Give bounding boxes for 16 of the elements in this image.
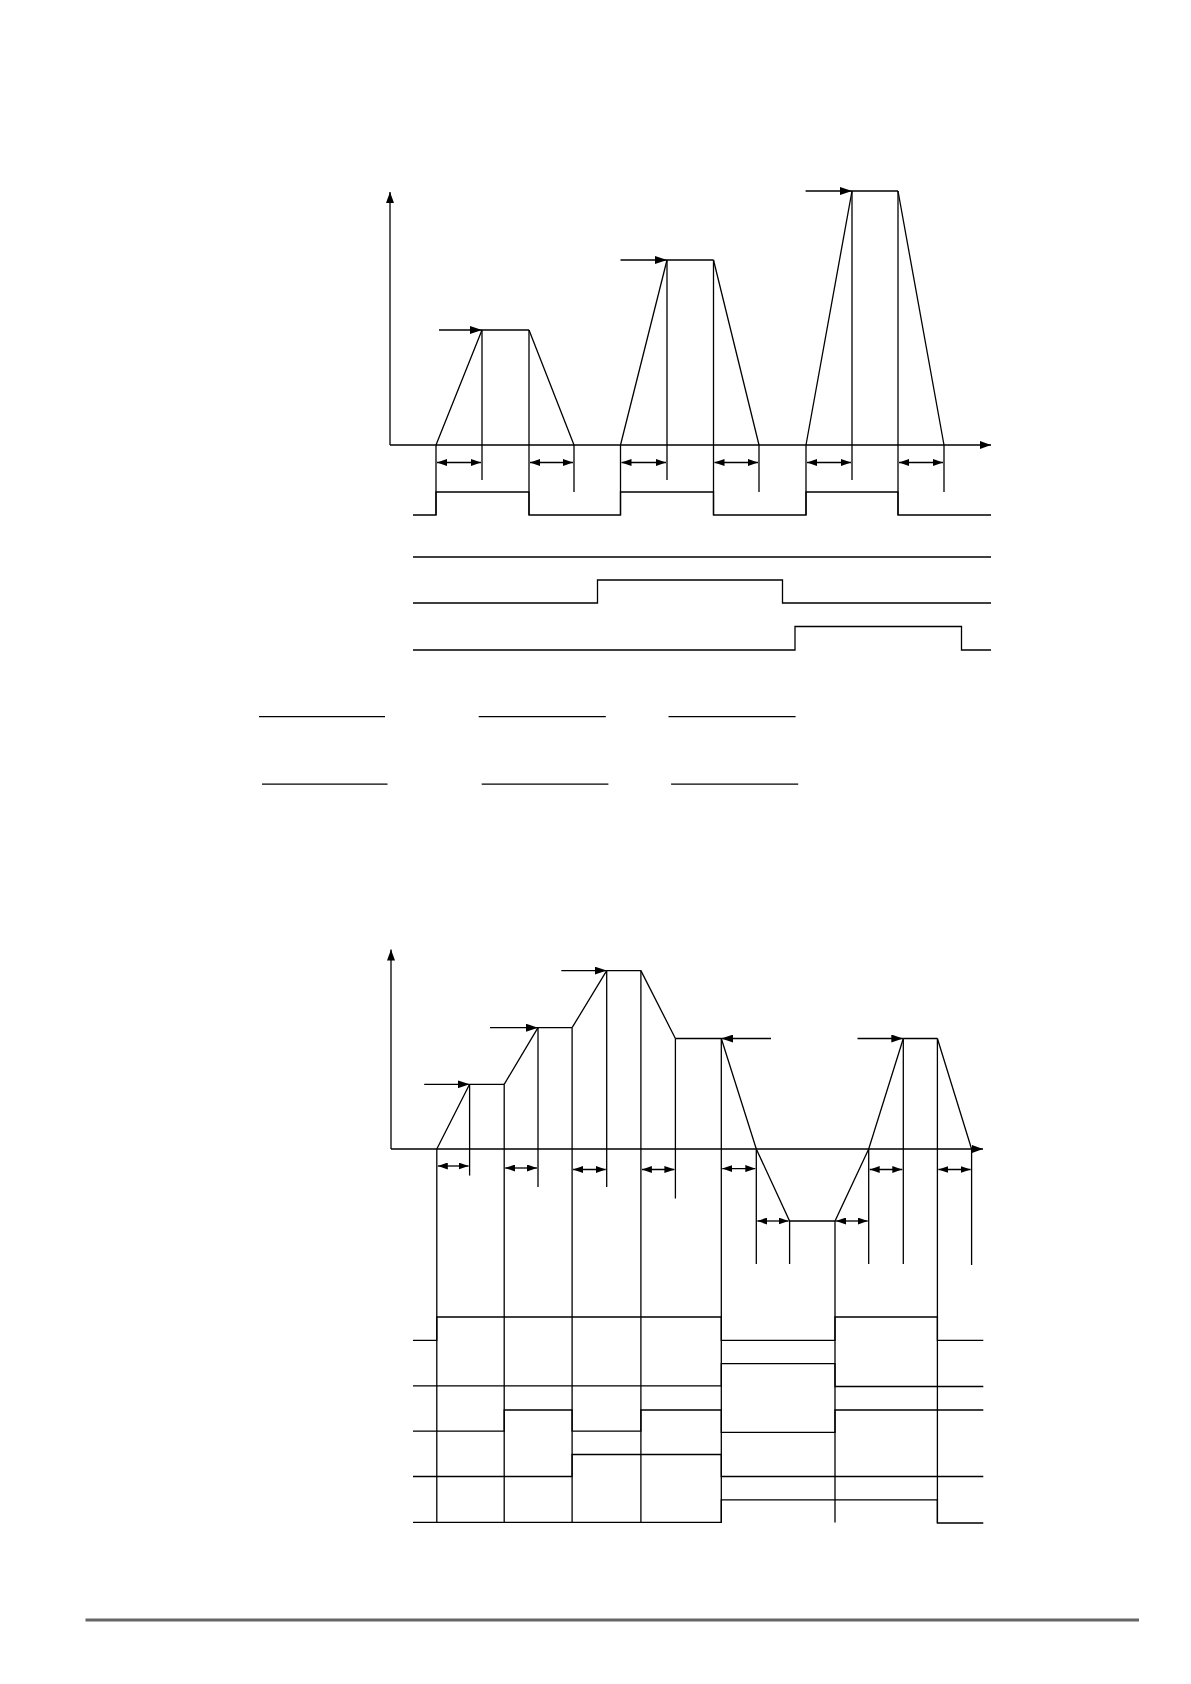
pointer-arrow — [423, 1080, 471, 1089]
speed-plateau-line — [468, 1083, 505, 1085]
speed-plateau-line — [851, 190, 899, 192]
pointer-arrow — [489, 1023, 539, 1032]
speed-plateau-line — [537, 1027, 573, 1029]
speed-plateau-line — [481, 329, 530, 331]
speed-plateau-line — [666, 259, 715, 261]
speed-plateau-line — [902, 1037, 939, 1040]
pointer-arrow — [438, 326, 483, 334]
pointer-arrow — [804, 187, 853, 195]
pointer-arrow — [619, 256, 668, 264]
pointer-arrow — [856, 1034, 904, 1043]
speed-plateau-line — [606, 969, 642, 972]
pointer-arrow — [720, 1034, 772, 1043]
speed-plateau-line — [674, 1037, 722, 1040]
pointer-arrow — [560, 966, 608, 975]
